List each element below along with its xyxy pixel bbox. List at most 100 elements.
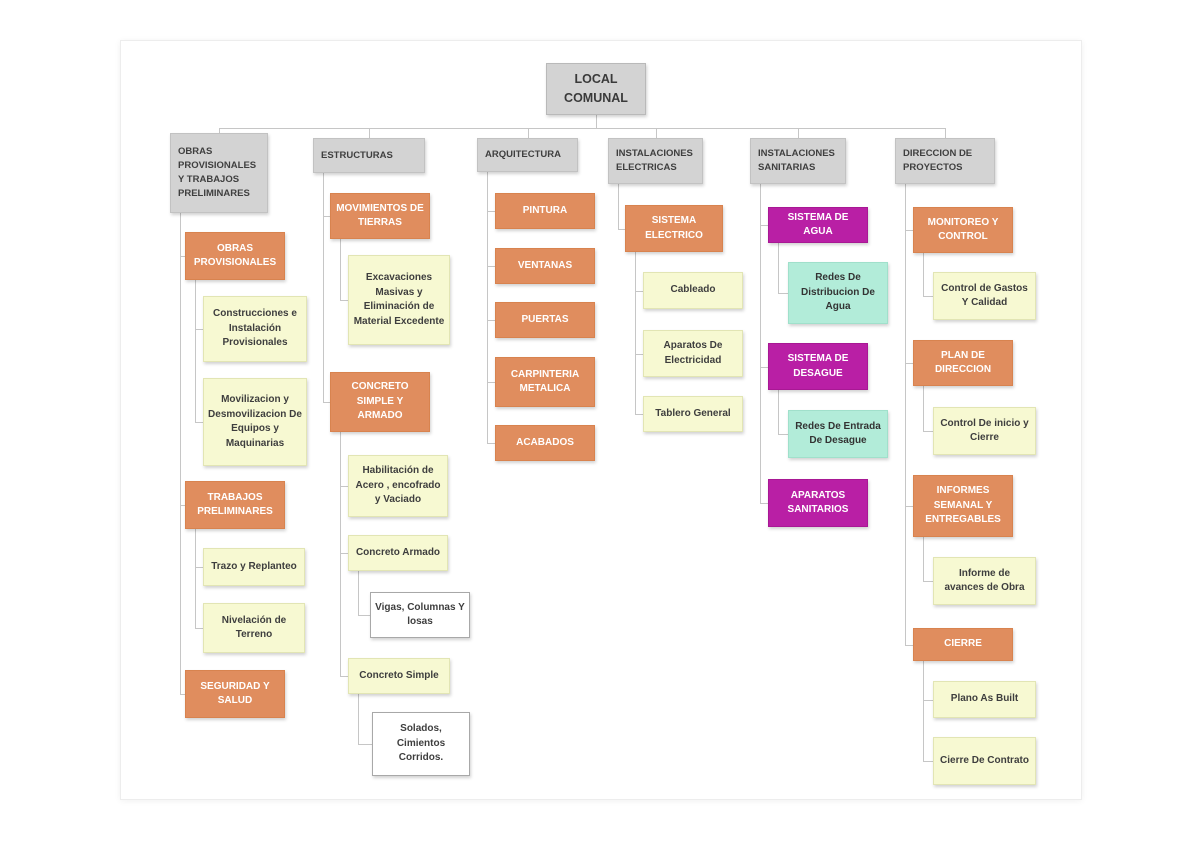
connector-line (945, 128, 946, 138)
connector-line (778, 390, 779, 434)
wbs-node-redes-distribucion-agua: Redes De Distribucion De Agua (788, 262, 888, 324)
connector-line (923, 386, 924, 431)
connector-line (923, 296, 933, 297)
connector-line (219, 128, 945, 129)
wbs-node-construcciones-provisionales: Construcciones e Instalación Provisional… (203, 296, 307, 362)
connector-line (487, 172, 488, 443)
wbs-node-obras-provisionales: OBRAS PROVISIONALES (185, 232, 285, 280)
connector-line (487, 211, 495, 212)
connector-line (358, 571, 359, 615)
connector-line (180, 505, 185, 506)
wbs-node-hdr-inst-sanitarias: INSTALACIONES SANITARIAS (750, 138, 846, 184)
wbs-node-nivelacion-terreno: Nivelación de Terreno (203, 603, 305, 653)
connector-line (923, 699, 933, 701)
connector-line (487, 320, 495, 321)
wbs-node-hdr-direccion-proyectos: DIRECCION DE PROYECTOS (895, 138, 995, 184)
connector-line (180, 694, 185, 695)
connector-line (323, 173, 324, 402)
wbs-node-vigas-columnas-losas: Vigas, Columnas Y losas (370, 592, 470, 638)
connector-line (195, 280, 196, 422)
wbs-node-monitoreo-control: MONITOREO Y CONTROL (913, 207, 1013, 253)
connector-line (195, 529, 196, 628)
connector-line (487, 382, 495, 383)
connector-line (340, 486, 348, 487)
wbs-node-control-inicio-cierre: Control De inicio y Cierre (933, 407, 1036, 455)
wbs-node-sistema-agua: SISTEMA DE AGUA (768, 207, 868, 243)
connector-line (596, 115, 597, 128)
connector-line (527, 128, 529, 138)
wbs-node-habilitacion-acero: Habilitación de Acero , encofrado y Vaci… (348, 455, 448, 517)
connector-line (923, 581, 933, 582)
connector-line (923, 253, 924, 296)
connector-line (340, 553, 348, 554)
wbs-node-movimientos-tierras: MOVIMIENTOS DE TIERRAS (330, 193, 430, 239)
connector-line (798, 128, 799, 138)
connector-line (219, 128, 220, 133)
connector-line (923, 537, 924, 581)
connector-line (195, 329, 203, 330)
connector-line (195, 628, 203, 629)
connector-line (905, 363, 913, 364)
wbs-node-sistema-desague: SISTEMA DE DESAGUE (768, 343, 868, 390)
connector-line (635, 252, 636, 414)
connector-line (340, 432, 341, 676)
connector-line (340, 676, 348, 677)
wbs-node-aparatos-electricidad: Aparatos De Electricidad (643, 330, 743, 377)
connector-line (905, 230, 913, 231)
connector-line (635, 290, 643, 292)
connector-line (778, 434, 788, 435)
wbs-node-aparatos-sanitarios: APARATOS SANITARIOS (768, 479, 868, 527)
wbs-node-hdr-inst-electricas: INSTALACIONES ELECTRICAS (608, 138, 703, 184)
connector-line (655, 128, 657, 138)
connector-line (340, 300, 348, 301)
wbs-node-trazo-replanteo: Trazo y Replanteo (203, 548, 305, 586)
wbs-node-informes-semanal-entregables: INFORMES SEMANAL Y ENTREGABLES (913, 475, 1013, 537)
connector-line (487, 443, 495, 444)
wbs-node-acabados: ACABADOS (495, 425, 595, 461)
connector-line (635, 414, 643, 415)
wbs-node-seguridad-salud: SEGURIDAD Y SALUD (185, 670, 285, 718)
connector-line (618, 228, 625, 230)
wbs-node-carpinteria-metalica: CARPINTERIA METALICA (495, 357, 595, 407)
connector-line (358, 694, 359, 744)
wbs-node-pintura: PINTURA (495, 193, 595, 229)
wbs-node-concreto-armado: Concreto Armado (348, 535, 448, 571)
wbs-node-local-comunal: LOCAL COMUNAL (546, 63, 646, 115)
wbs-node-excavaciones-masivas: Excavaciones Masivas y Eliminación de Ma… (348, 255, 450, 345)
connector-line (487, 266, 495, 267)
wbs-node-concreto-simple-y-armado: CONCRETO SIMPLE Y ARMADO (330, 372, 430, 432)
connector-line (905, 506, 913, 507)
connector-line (760, 225, 768, 226)
wbs-node-ventanas: VENTANAS (495, 248, 595, 284)
wbs-node-plano-as-built: Plano As Built (933, 681, 1036, 718)
wbs-node-trabajos-preliminares: TRABAJOS PRELIMINARES (185, 481, 285, 529)
connector-line (905, 644, 913, 646)
wbs-node-concreto-simple: Concreto Simple (348, 658, 450, 694)
connector-line (778, 293, 788, 294)
wbs-node-hdr-estructuras: ESTRUCTURAS (313, 138, 425, 173)
connector-line (195, 567, 203, 568)
connector-line (340, 239, 341, 300)
wbs-node-puertas: PUERTAS (495, 302, 595, 338)
connector-line (778, 243, 779, 293)
connector-line (905, 184, 906, 645)
wbs-node-hdr-arquitectura: ARQUITECTURA (477, 138, 578, 172)
wbs-node-cierre: CIERRE (913, 628, 1013, 661)
connector-line (760, 366, 768, 368)
wbs-node-hdr-obras-preliminares: OBRAS PROVISIONALES Y TRABAJOS PRELIMINA… (170, 133, 268, 213)
connector-line (323, 216, 330, 217)
wbs-node-plan-direccion: PLAN DE DIRECCION (913, 340, 1013, 386)
wbs-node-cierre-contrato: Cierre De Contrato (933, 737, 1036, 785)
connector-line (323, 402, 330, 403)
connector-line (923, 431, 933, 432)
connector-line (180, 213, 181, 694)
wbs-node-redes-entrada-desague: Redes De Entrada De Desague (788, 410, 888, 458)
connector-line (369, 128, 370, 138)
wbs-node-sistema-electrico: SISTEMA ELECTRICO (625, 205, 723, 252)
wbs-node-cableado: Cableado (643, 272, 743, 309)
connector-line (358, 615, 370, 616)
connector-line (760, 503, 768, 504)
connector-line (180, 256, 185, 257)
